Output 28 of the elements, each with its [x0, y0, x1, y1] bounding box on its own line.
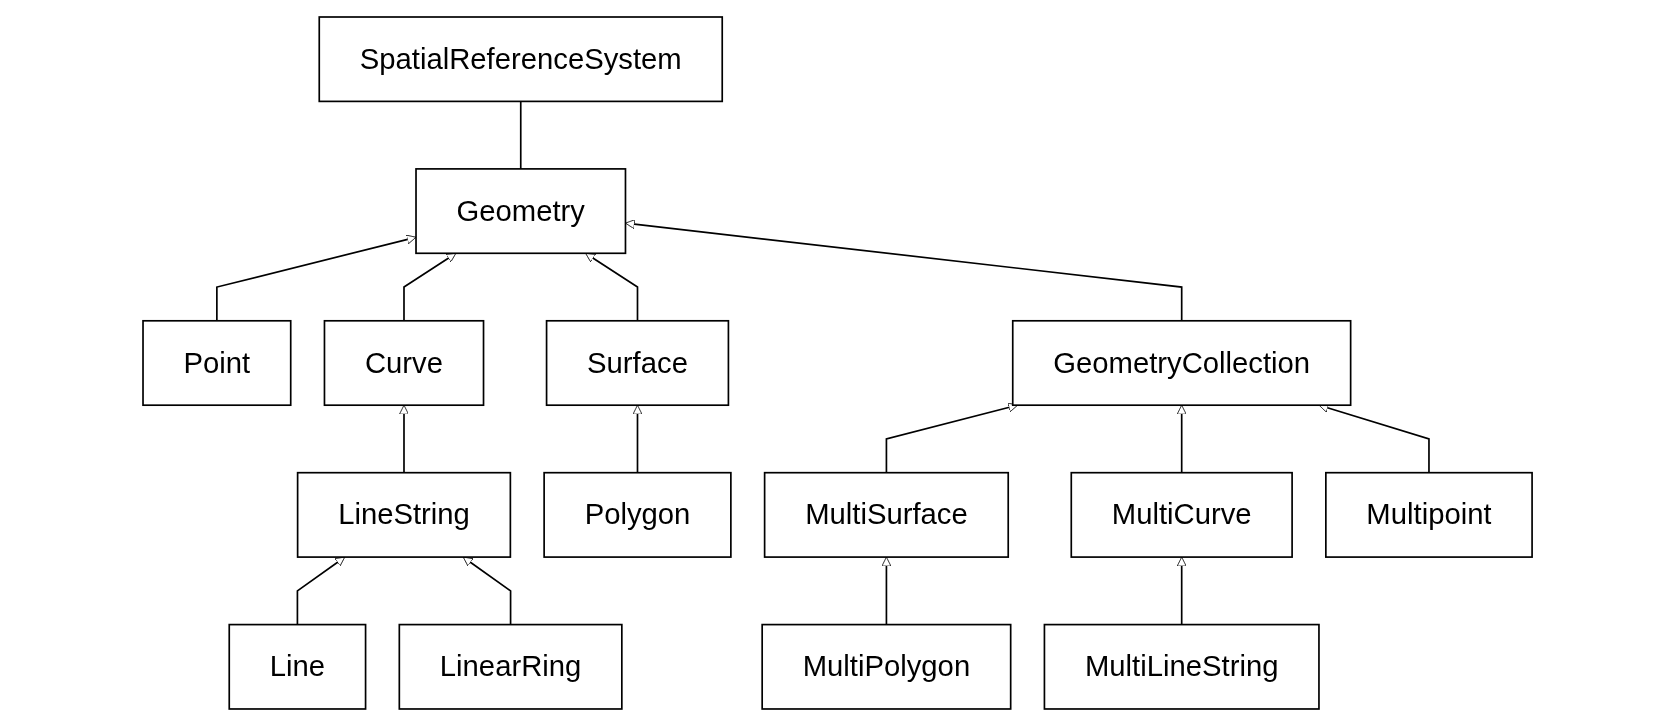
arrow — [1177, 404, 1188, 474]
node-box: Point — [142, 319, 292, 407]
arrow — [403, 252, 457, 322]
node-box: Line — [228, 623, 367, 710]
arrow — [625, 219, 1183, 322]
arrow — [463, 556, 512, 626]
arrow — [633, 404, 643, 474]
arrow — [216, 234, 417, 322]
arrow — [886, 402, 1019, 474]
node-box: Polygon — [543, 471, 733, 558]
node-box: MultiSurface — [764, 471, 1010, 558]
node-box: MultiPolygon — [761, 623, 1012, 710]
node-box: Multipoint — [1325, 471, 1534, 558]
arrow — [297, 556, 346, 626]
node-box: LineString — [297, 471, 512, 558]
node-box: Geometry — [415, 168, 627, 255]
arrow — [881, 556, 892, 626]
node-box: LinearRing — [398, 623, 624, 710]
node-box: MultiLineString — [1044, 623, 1321, 710]
node-box: GeometryCollection — [1012, 319, 1352, 407]
arrow — [1177, 556, 1188, 626]
node-box: SpatialReferenceSystem — [318, 16, 724, 103]
node-box: Surface — [546, 319, 730, 407]
node-box: Curve — [324, 319, 485, 407]
arrow — [399, 404, 410, 474]
connector — [520, 100, 523, 170]
node-box: MultiCurve — [1070, 471, 1294, 558]
arrow — [585, 252, 639, 322]
